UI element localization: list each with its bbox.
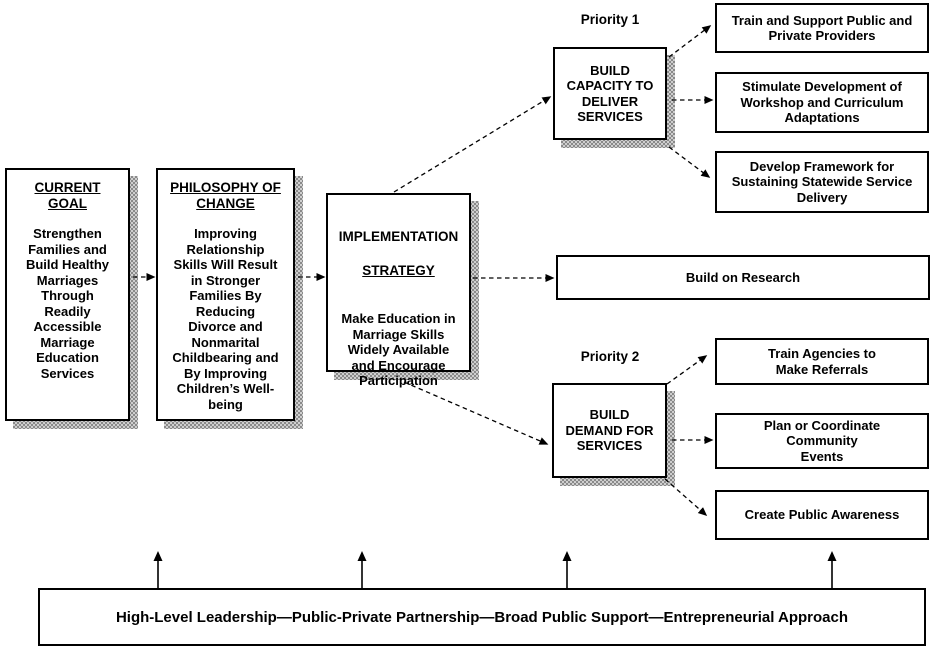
foundation-box: High-Level Leadership—Public-Private Par… xyxy=(38,588,926,646)
priority-1-label: Priority 1 xyxy=(580,12,640,27)
implementation-strategy-box: IMPLEMENTATION STRATEGY Make Education i… xyxy=(326,193,471,388)
current-goal-body: Strengthen Families and Build Healthy Ma… xyxy=(25,226,110,381)
train-agencies-box: Train Agencies to Make Referrals xyxy=(715,338,929,385)
build-on-research-box: Build on Research xyxy=(556,255,930,300)
build-demand-label: BUILD DEMAND FOR SERVICES xyxy=(565,407,654,454)
arrow-capacity-to-train-providers xyxy=(668,25,712,58)
priority-2-label: Priority 2 xyxy=(580,349,640,364)
foundation-label: High-Level Leadership—Public-Private Par… xyxy=(115,608,849,626)
statewide-framework-label: Develop Framework for Sustaining Statewi… xyxy=(731,158,913,205)
build-demand-box: BUILD DEMAND FOR SERVICES xyxy=(552,383,667,478)
train-agencies-label: Train Agencies to Make Referrals xyxy=(768,346,876,377)
current-goal-heading: CURRENT GOAL xyxy=(34,180,101,211)
implementation-heading: IMPLEMENTATION STRATEGY xyxy=(339,211,459,297)
train-providers-label: Train and Support Public and Private Pro… xyxy=(731,12,913,44)
build-capacity-label: BUILD CAPACITY TO DELIVER SERVICES xyxy=(566,62,654,125)
workshop-adaptations-box: Stimulate Development of Workshop and Cu… xyxy=(715,72,929,133)
build-on-research-label: Build on Research xyxy=(685,270,801,285)
current-goal-box: CURRENT GOAL Strengthen Families and Bui… xyxy=(5,168,130,421)
philosophy-heading: PHILOSOPHY OF CHANGE xyxy=(170,180,281,211)
arrow-capacity-to-framework xyxy=(668,146,711,178)
philosophy-of-change-box: PHILOSOPHY OF CHANGE Improving Relations… xyxy=(156,168,295,421)
implementation-heading-line1: IMPLEMENTATION xyxy=(338,229,459,244)
philosophy-body: Improving Relationship Skills Will Resul… xyxy=(172,226,279,412)
arrow-implementation-to-demand xyxy=(403,381,549,445)
public-awareness-box: Create Public Awareness xyxy=(715,490,929,540)
public-awareness-label: Create Public Awareness xyxy=(744,507,900,523)
build-capacity-box: BUILD CAPACITY TO DELIVER SERVICES xyxy=(553,47,667,140)
statewide-framework-box: Develop Framework for Sustaining Statewi… xyxy=(715,151,929,213)
workshop-adaptations-label: Stimulate Development of Workshop and Cu… xyxy=(740,79,904,126)
implementation-heading-line2: STRATEGY xyxy=(362,263,435,278)
community-events-box: Plan or Coordinate Community Events xyxy=(715,413,929,469)
arrow-implementation-to-capacity xyxy=(393,96,552,193)
train-providers-box: Train and Support Public and Private Pro… xyxy=(715,3,929,53)
community-events-label: Plan or Coordinate Community Events xyxy=(763,417,881,464)
implementation-body: Make Education in Marriage Skills Widely… xyxy=(341,311,456,388)
